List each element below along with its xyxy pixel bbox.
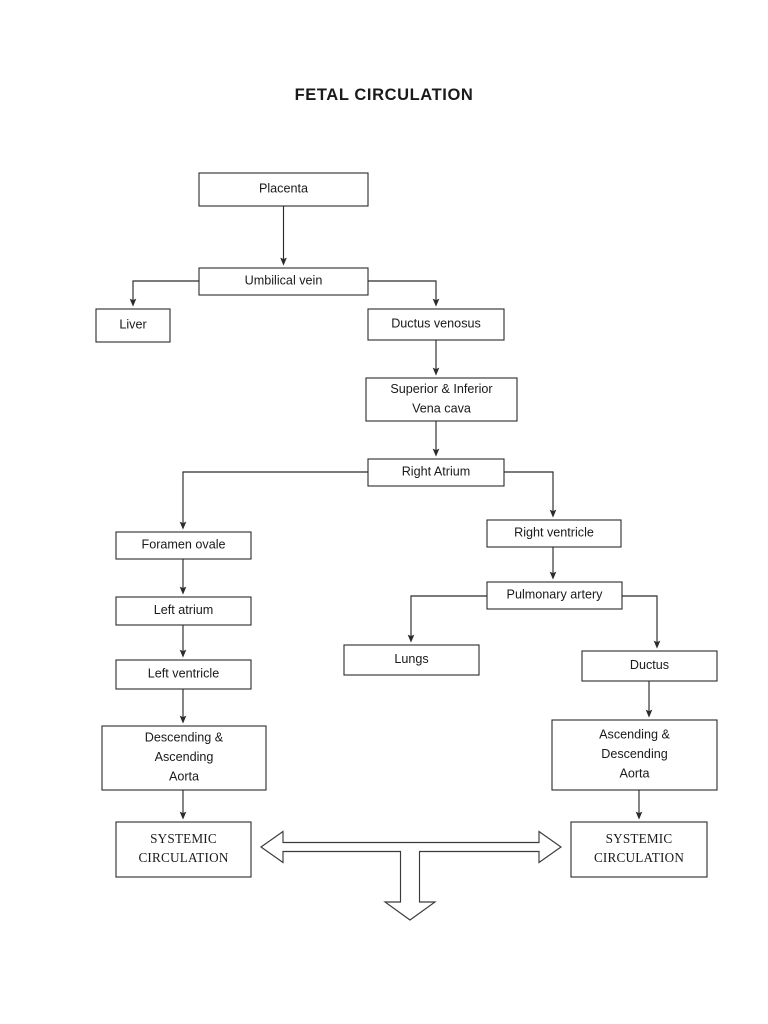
node-label-umbilical-vein: Umbilical vein — [245, 274, 323, 288]
node-right-ventricle[interactable]: Right ventricle — [486, 519, 622, 548]
block-arrow-layer — [260, 830, 562, 921]
node-left-ventricle[interactable]: Left ventricle — [115, 659, 252, 690]
node-lungs[interactable]: Lungs — [343, 644, 480, 676]
node-foramen-ovale[interactable]: Foramen ovale — [115, 531, 252, 560]
node-label-foramen-ovale: Foramen ovale — [142, 538, 226, 552]
node-ductus[interactable]: Ductus — [581, 650, 718, 682]
node-label-liver: Liver — [119, 318, 146, 332]
node-box-left-ventricle — [115, 659, 252, 690]
node-label-ductus-venosus: Ductus venosus — [391, 317, 481, 331]
node-liver[interactable]: Liver — [95, 308, 171, 343]
node-label-left-ventricle: Left ventricle — [148, 667, 219, 681]
node-label-left-atrium: Left atrium — [154, 603, 214, 617]
page-title: FETAL CIRCULATION — [294, 86, 474, 104]
node-box-placenta — [198, 172, 369, 207]
node-umbilical-vein[interactable]: Umbilical vein — [198, 267, 369, 296]
node-box-systemic-right — [570, 821, 708, 878]
node-placenta[interactable]: Placenta — [198, 172, 369, 207]
node-box-ductus-venosus — [367, 308, 505, 341]
node-box-lungs — [343, 644, 480, 676]
node-label-pulmonary-artery: Pulmonary artery — [507, 588, 604, 602]
node-box-umbilical-vein — [198, 267, 369, 296]
edge-umbilical-vein-to-liver — [129, 280, 199, 307]
edge-layer — [129, 206, 661, 820]
systemic-exchange-block-arrow — [260, 830, 562, 921]
node-box-pulmonary-artery — [486, 581, 623, 610]
node-box-ductus — [581, 650, 718, 682]
node-label-placenta: Placenta — [259, 182, 308, 196]
node-box-foramen-ovale — [115, 531, 252, 560]
node-pulmonary-artery[interactable]: Pulmonary artery — [486, 581, 623, 610]
node-box-systemic-left — [115, 821, 252, 878]
edge-pulmonary-artery-to-lungs — [407, 595, 487, 643]
node-box-aorta-left — [101, 725, 267, 791]
edge-umbilical-vein-to-ductus-venosus — [368, 280, 440, 307]
node-label-ductus: Ductus — [630, 658, 669, 672]
node-label-right-atrium: Right Atrium — [402, 465, 471, 479]
node-box-right-ventricle — [486, 519, 622, 548]
node-label-right-ventricle: Right ventricle — [514, 526, 594, 540]
node-box-liver — [95, 308, 171, 343]
edge-right-atrium-to-right-ventricle — [504, 471, 557, 518]
node-ductus-venosus[interactable]: Ductus venosus — [367, 308, 505, 341]
node-box-aorta-right — [551, 719, 718, 791]
edge-right-atrium-to-foramen-ovale — [179, 471, 368, 530]
node-box-right-atrium — [367, 458, 505, 487]
node-left-atrium[interactable]: Left atrium — [115, 596, 252, 626]
node-right-atrium[interactable]: Right Atrium — [367, 458, 505, 487]
node-box-vena-cava — [365, 377, 518, 422]
node-label-lungs: Lungs — [394, 652, 428, 666]
node-box-left-atrium — [115, 596, 252, 626]
edge-pulmonary-artery-to-ductus — [622, 595, 661, 649]
